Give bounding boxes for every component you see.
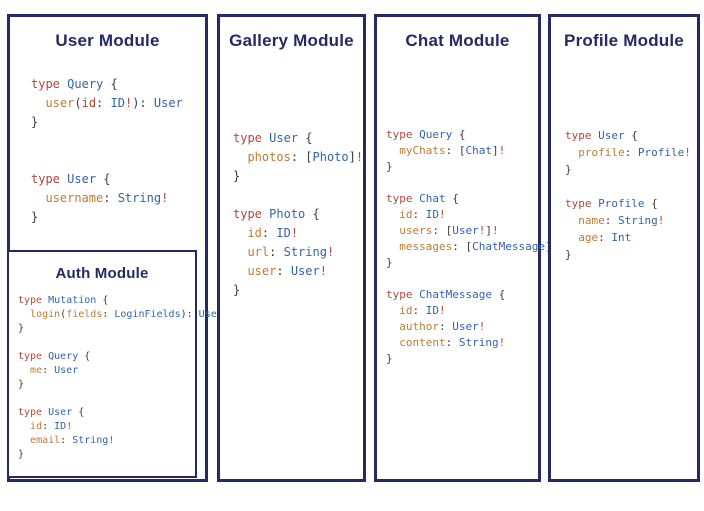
auth-module-code: type Mutation { login(fields: LoginField…	[18, 294, 223, 462]
chat-module-code: type Query { myChats: [Chat]!} type Chat…	[386, 127, 558, 367]
code-line: user(id: ID!): User	[45, 96, 183, 110]
code-line: type Photo {	[233, 207, 320, 221]
code-line: user: User!	[247, 264, 327, 278]
code-line: url: String!	[247, 245, 335, 259]
code-line: email: String!	[30, 435, 115, 446]
code-line: }	[233, 169, 241, 183]
user-module-code: type Query { user(id: ID!): User} type U…	[31, 75, 183, 227]
code-line: me: User	[30, 365, 79, 376]
code-line: }	[386, 352, 393, 365]
code-line: id: ID!	[30, 421, 73, 432]
chat-module-title: Chat Module	[405, 31, 510, 50]
chat-module-panel: Chat Module type Query { myChats: [Chat]…	[374, 14, 558, 482]
code-line: name: String!	[578, 214, 665, 227]
code-line: content: String!	[399, 336, 506, 349]
gallery-module-title: Gallery Module	[229, 31, 354, 50]
code-line: }	[18, 323, 25, 334]
code-line: id: ID!	[399, 208, 446, 221]
code-line: type Query {	[18, 351, 91, 362]
code-line	[386, 175, 558, 191]
code-line: }	[565, 163, 572, 176]
code-line: username: String!	[45, 191, 169, 205]
code-line: type User {	[31, 172, 111, 186]
code-line: }	[233, 283, 241, 297]
code-line: type Query {	[386, 128, 466, 141]
code-line: profile: Profile!	[578, 146, 691, 159]
code-line: myChats: [Chat]!	[399, 144, 506, 157]
code-line: }	[565, 248, 572, 261]
auth-module-panel: Auth Module type Mutation { login(fields…	[7, 250, 223, 478]
profile-module-title: Profile Module	[564, 31, 684, 50]
code-line: }	[18, 449, 25, 460]
code-line	[18, 336, 223, 350]
profile-module-code: type User { profile: Profile!} type Prof…	[565, 127, 691, 263]
code-line	[386, 271, 558, 287]
code-line: type User {	[18, 407, 85, 418]
code-line: }	[31, 210, 39, 224]
auth-module-title: Auth Module	[55, 265, 149, 282]
code-line	[233, 186, 363, 205]
code-line	[31, 151, 183, 170]
code-line: age: Int	[578, 231, 632, 244]
code-line: photos: [Photo]!	[247, 150, 364, 164]
code-line: }	[386, 256, 393, 269]
code-line: type Mutation {	[18, 295, 109, 306]
code-line: type User {	[233, 131, 313, 145]
code-line: type Profile {	[565, 197, 658, 210]
code-line: }	[18, 379, 25, 390]
code-line: login(fields: LoginFields): User	[30, 309, 223, 320]
code-line: messages: [ChatMessage]!	[399, 240, 558, 253]
code-line	[18, 392, 223, 406]
code-line: type User {	[565, 129, 638, 142]
code-line	[565, 178, 691, 195]
code-line: users: [User!]!	[399, 224, 499, 237]
code-line: author: User!	[399, 320, 486, 333]
code-line: }	[31, 115, 39, 129]
code-line: type ChatMessage {	[386, 288, 506, 301]
code-line	[31, 132, 183, 151]
gallery-module-panel: Gallery Module type User { photos: [Phot…	[217, 14, 366, 482]
code-line: id: ID!	[247, 226, 299, 240]
code-line: id: ID!	[399, 304, 446, 317]
profile-module-panel: Profile Module type User { profile: Prof…	[548, 14, 700, 482]
code-line: type Chat {	[386, 192, 459, 205]
user-module-title: User Module	[55, 31, 160, 50]
gallery-module-code: type User { photos: [Photo]!} type Photo…	[233, 129, 363, 300]
code-line: }	[386, 160, 393, 173]
code-line: type Query {	[31, 77, 118, 91]
